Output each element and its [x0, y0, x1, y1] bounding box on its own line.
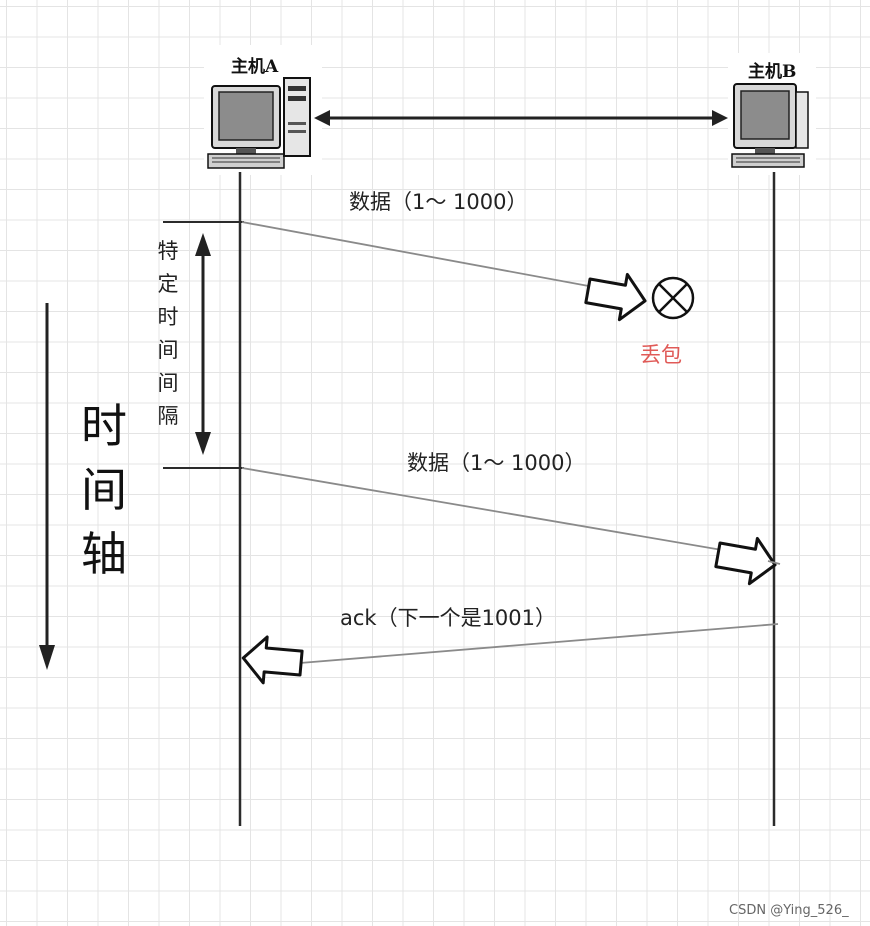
- host-b-computer-icon: [728, 53, 816, 175]
- interval-char: 间: [158, 338, 179, 362]
- host-b-label: 主机B: [748, 61, 796, 82]
- time-axis-char: 间: [81, 463, 127, 517]
- host-a-label: 主机A: [231, 56, 279, 77]
- packet-loss-icon: [651, 276, 695, 320]
- interval-char: 特: [158, 239, 179, 263]
- packet-loss-label: 丢包: [640, 343, 682, 367]
- message-2-arrowhead-icon: [714, 536, 777, 586]
- host-a-computer-icon: [204, 45, 322, 175]
- time-axis-char: 时: [81, 399, 127, 453]
- message-1-line: [241, 221, 595, 288]
- time-axis-arrow: [39, 303, 55, 670]
- interval-label: 特 定 时 间 间 隔: [158, 239, 179, 428]
- interval-char: 间: [158, 371, 179, 395]
- watermark: CSDN @Ying_526_: [729, 903, 849, 918]
- message-1-label: 数据（1～ 1000）: [349, 190, 527, 214]
- ack-label: ack（下一个是1001）: [340, 606, 556, 630]
- message-1-arrowhead-icon: [584, 272, 647, 322]
- message-2-line-end: [767, 560, 781, 565]
- time-axis-label: 时 间 轴: [81, 399, 127, 581]
- message-2-line: [241, 467, 723, 551]
- message-2-label: 数据（1～ 1000）: [407, 451, 585, 475]
- interval-char: 时: [158, 305, 179, 329]
- ack-arrowhead-icon: [241, 635, 304, 685]
- interval-char: 定: [158, 272, 179, 296]
- time-axis-char: 轴: [81, 527, 127, 581]
- ack-line: [299, 623, 779, 664]
- host-connection-arrow: [314, 110, 728, 126]
- interval-char: 隔: [158, 404, 179, 428]
- interval-double-arrow: [195, 233, 211, 455]
